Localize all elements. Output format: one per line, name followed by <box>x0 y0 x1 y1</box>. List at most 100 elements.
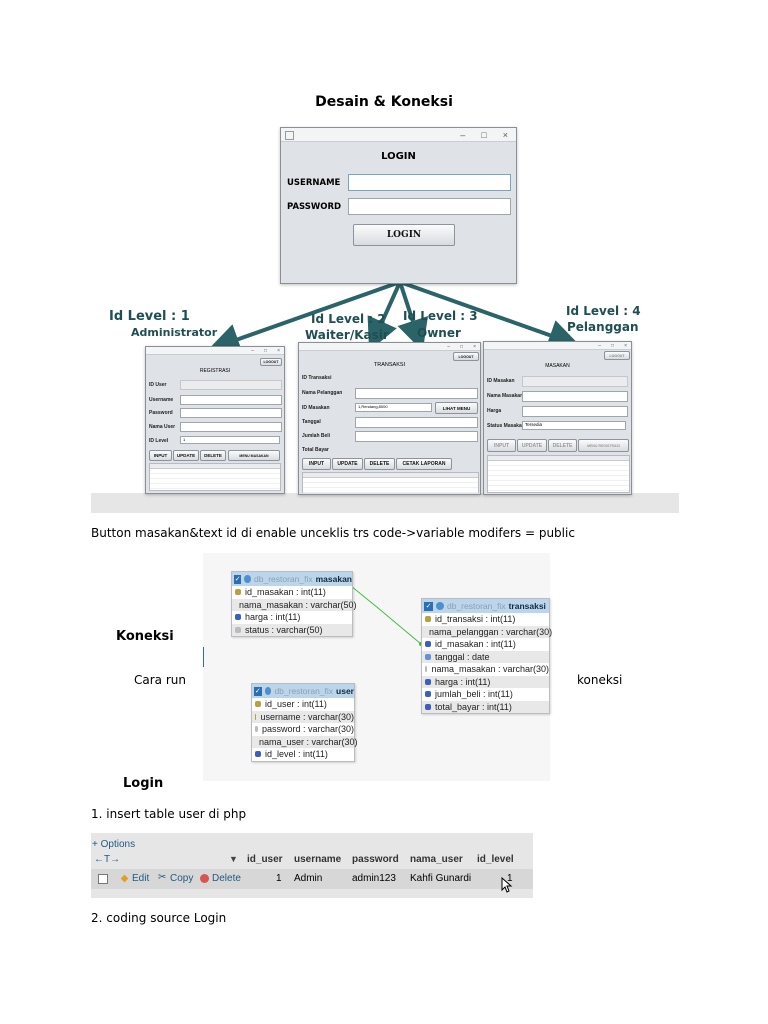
id-masakan-select[interactable]: 1,Rendang,8000 <box>355 403 432 412</box>
id-level-select[interactable]: 1 <box>180 436 280 444</box>
status-masakan-select[interactable]: Tersedia <box>522 421 626 430</box>
menu-registrasi-button[interactable]: MENU REGISTRASI <box>578 439 629 452</box>
field-row: nama_pelanggan : varchar(30) <box>422 625 552 638</box>
maximize-button[interactable]: □ <box>481 129 487 140</box>
cell-id-user[interactable]: 1 <box>276 873 282 884</box>
trx-input-button[interactable]: INPUT <box>302 458 331 470</box>
reg-password-field[interactable] <box>180 408 282 418</box>
cell-id-level[interactable]: 1 <box>507 873 513 884</box>
login-button[interactable]: LOGIN <box>353 224 455 246</box>
reg-input-button[interactable]: INPUT <box>149 450 172 461</box>
menu-masakan-button[interactable]: MENU MASAKAN <box>228 450 280 461</box>
login-titlebar: – □ × <box>281 128 516 142</box>
nama-masakan-field[interactable] <box>522 391 628 402</box>
col-password[interactable]: password <box>352 854 399 865</box>
numeric-icon <box>425 641 431 648</box>
masakan-logout-button[interactable]: LOGOUT <box>604 351 630 360</box>
data-row: Edit ✂ Copy Delete 1 Admin admin123 Kahf… <box>91 869 533 893</box>
username-input[interactable] <box>348 174 511 191</box>
cell-password[interactable]: admin123 <box>352 873 396 884</box>
login-window: – □ × LOGIN USERNAME PASSWORD LOGIN <box>280 127 517 284</box>
gear-icon[interactable] <box>244 575 252 583</box>
app-icon <box>285 131 294 140</box>
delete-link[interactable]: Delete <box>212 873 241 884</box>
sort-icon[interactable]: ▼ <box>229 854 238 864</box>
reg-update-button[interactable]: UPDATE <box>173 450 199 461</box>
phpmyadmin-table: + Options ←T→ ▼ id_user username passwor… <box>91 833 533 898</box>
label-nama-pelanggan: Nama Pelanggan <box>302 390 343 396</box>
key-icon <box>255 713 257 720</box>
cell-nama-user[interactable]: Kahfi Gunardi <box>410 873 472 884</box>
db-table-masakan: ✓ db_restoran_fix masakan id_masakan : i… <box>231 571 357 637</box>
lihat-menu-button[interactable]: LIHAT MENU <box>435 402 478 414</box>
numeric-icon <box>255 751 261 758</box>
user-table-header: ✓ db_restoran_fix user <box>252 684 354 698</box>
field-row: total_bayar : int(11) <box>422 700 549 713</box>
table-name: user <box>336 686 354 696</box>
username-label: USERNAME <box>287 178 341 188</box>
level-4-id: Id Level : 4 <box>566 304 641 318</box>
label-id-level: ID Level <box>149 438 169 444</box>
password-label: PASSWORD <box>287 202 342 212</box>
masakan-table-header: ✓ db_restoran_fix masakan <box>232 572 352 586</box>
login-heading: Login <box>123 776 164 791</box>
label-jumlah-beli: Jumlah Beli <box>302 433 331 439</box>
close-button[interactable]: × <box>502 129 508 140</box>
cell-username[interactable]: Admin <box>294 873 323 884</box>
reg-delete-button[interactable]: DELETE <box>200 450 226 461</box>
note-text: Button masakan&text id di enable uncekli… <box>91 526 575 540</box>
reg-nama-user-field[interactable] <box>180 422 282 432</box>
trx-delete-button[interactable]: DELETE <box>364 458 395 470</box>
reg-username-field[interactable] <box>180 395 282 405</box>
column-arrows[interactable]: ←T→ <box>94 854 121 865</box>
db-name: db_restoran_fix <box>274 686 334 696</box>
login-title: LOGIN <box>381 151 416 162</box>
registrasi-title: REGISTRASI <box>199 368 231 374</box>
arrow-to-pelanggan <box>399 280 581 351</box>
level-3-id: Id Level : 3 <box>403 309 478 323</box>
tanggal-field[interactable] <box>355 417 478 428</box>
field-row: nama_masakan : varchar(30) <box>422 663 549 676</box>
gear-icon[interactable] <box>436 602 444 610</box>
masakan-update-button[interactable]: UPDATE <box>517 439 547 452</box>
masakan-delete-button[interactable]: DELETE <box>548 439 577 452</box>
options-link[interactable]: + Options <box>92 839 136 850</box>
nama-pelanggan-field[interactable] <box>355 388 478 399</box>
masakan-titlebar: –□× <box>484 342 631 350</box>
figure-bottom-band <box>91 493 679 513</box>
checkbox-icon[interactable]: ✓ <box>234 574 242 584</box>
label-username: Username <box>149 397 174 403</box>
level-1-name: Administrator <box>131 326 218 339</box>
edit-link[interactable]: Edit <box>132 873 150 884</box>
transaksi-logout-button[interactable]: LOGOUT <box>453 352 479 361</box>
harga-field[interactable] <box>522 406 628 417</box>
table-name: masakan <box>315 574 352 584</box>
row-checkbox[interactable] <box>98 874 108 884</box>
checkbox-icon[interactable]: ✓ <box>254 686 262 696</box>
table-name: transaksi <box>508 601 546 611</box>
masakan-window: –□× LOGOUT MASAKAN ID Masakan Nama Masak… <box>483 341 632 495</box>
password-input[interactable] <box>348 198 511 215</box>
label-nama-user: Nama User <box>149 424 176 430</box>
gear-icon[interactable] <box>264 687 272 695</box>
trx-update-button[interactable]: UPDATE <box>332 458 363 470</box>
registrasi-logout-button[interactable]: LOGOUT <box>260 358 282 366</box>
field-icon <box>425 666 428 673</box>
cetak-laporan-button[interactable]: CETAK LAPORAN <box>396 458 452 470</box>
label-id-masakan: ID Masakan <box>302 405 330 411</box>
masakan-input-button[interactable]: INPUT <box>487 439 516 452</box>
field-row: password : varchar(30) <box>252 723 354 736</box>
db-table-transaksi: ✓ db_restoran_fix transaksi id_transaksi… <box>421 598 552 714</box>
pencil-icon <box>120 874 129 883</box>
minimize-button[interactable]: – <box>460 129 466 140</box>
col-id-level[interactable]: id_level <box>477 854 514 865</box>
key-icon <box>425 616 431 623</box>
col-id-user[interactable]: id_user <box>247 854 283 865</box>
col-username[interactable]: username <box>294 854 342 865</box>
db-name: db_restoran_fix <box>447 601 506 611</box>
copy-link[interactable]: Copy <box>170 873 194 884</box>
col-nama-user[interactable]: nama_user <box>410 854 463 865</box>
status-value: Tersedia <box>525 422 543 427</box>
checkbox-icon[interactable]: ✓ <box>424 601 433 611</box>
jumlah-beli-field[interactable] <box>355 431 478 442</box>
